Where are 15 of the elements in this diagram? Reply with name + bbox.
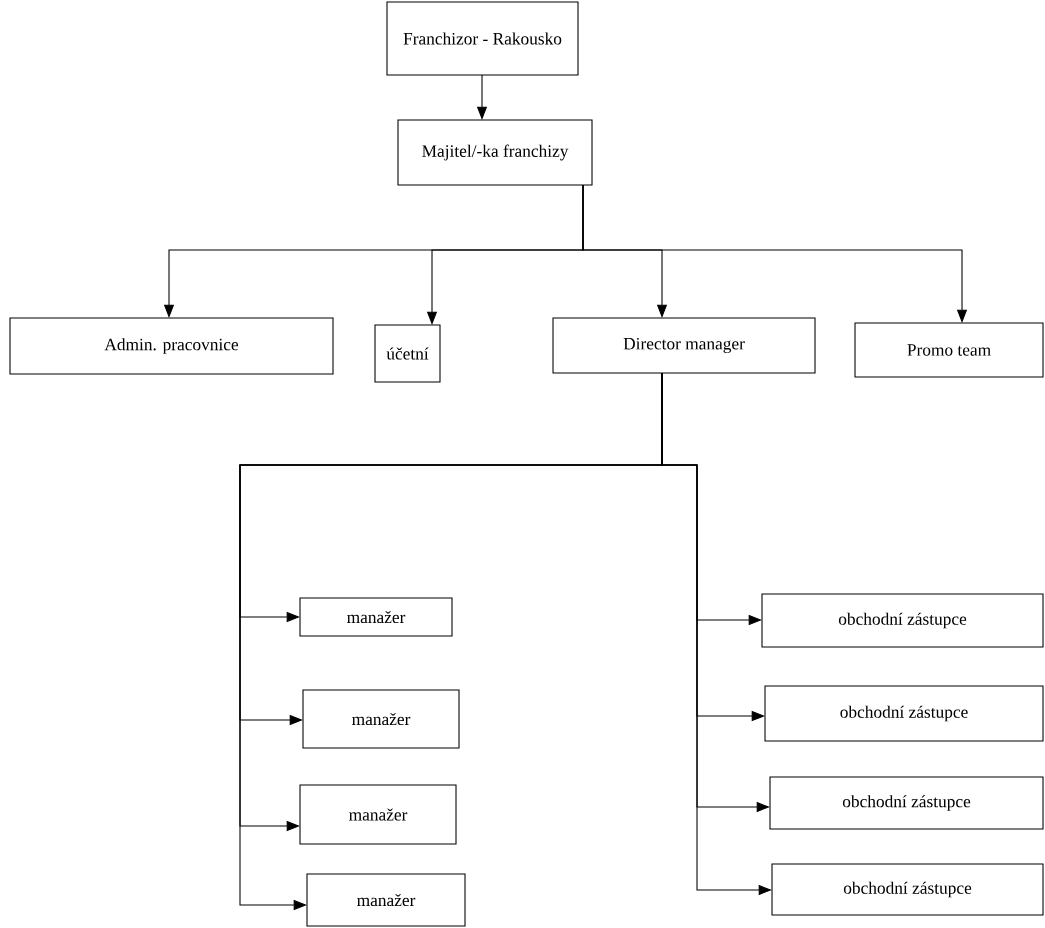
org-box: Admin. pracovnice xyxy=(9,317,334,375)
org-box: Director manager xyxy=(552,317,816,374)
org-box: obchodní zástupce xyxy=(771,863,1044,916)
org-box: manažer xyxy=(299,784,457,845)
org-box: Franchizor - Rakousko xyxy=(386,1,579,76)
org-box: obchodní zástupce xyxy=(761,593,1044,648)
org-box: obchodní zástupce xyxy=(769,776,1044,830)
org-box: manažer xyxy=(302,689,460,749)
org-box: Majitel/-ka franchizy xyxy=(397,119,593,186)
org-box: účetní xyxy=(374,324,441,383)
org-box: manažer xyxy=(299,597,453,637)
org-box: Promo team xyxy=(854,322,1044,378)
arrow xyxy=(582,184,968,323)
org-box: manažer xyxy=(306,873,466,927)
org-box: obchodní zástupce xyxy=(764,685,1044,742)
